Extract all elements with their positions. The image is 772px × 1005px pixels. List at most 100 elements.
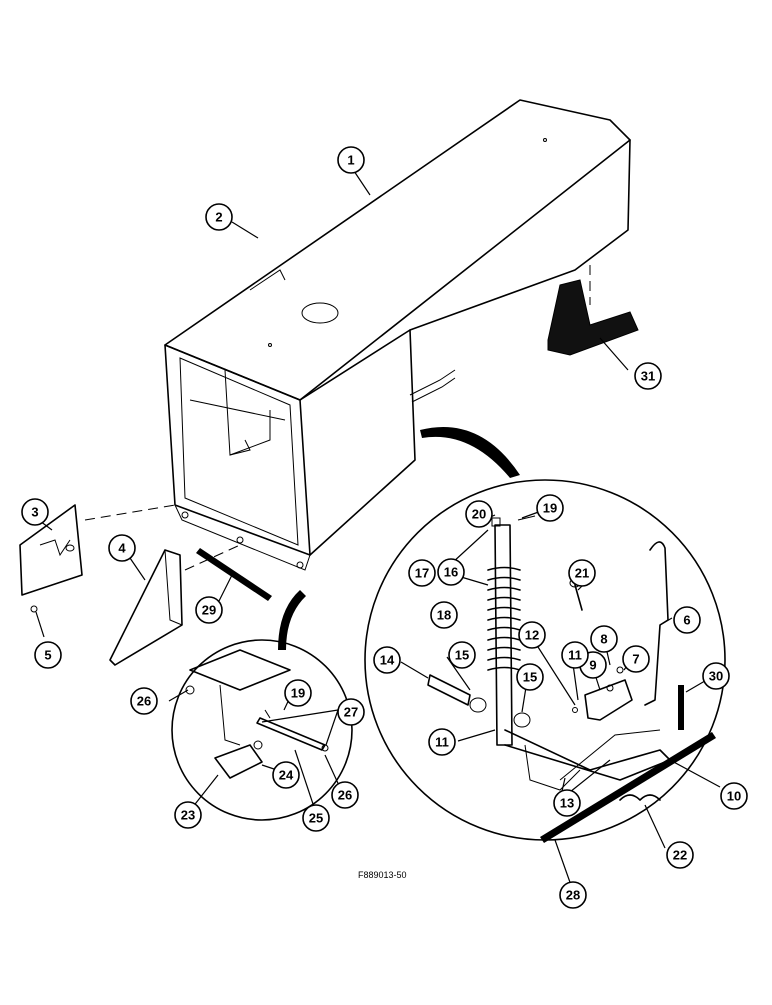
callout-circle — [174, 801, 202, 829]
callout-31: 31 — [634, 362, 662, 390]
callout-circle — [430, 601, 458, 629]
callout-14: 14 — [373, 646, 401, 674]
hood-shroud — [164, 99, 631, 571]
callout-4: 4 — [108, 534, 136, 562]
callout-circle — [130, 687, 158, 715]
callout-label: 27 — [344, 705, 358, 720]
callout-circle — [720, 782, 748, 810]
callout-label: 3 — [31, 505, 38, 520]
callout-circle — [702, 662, 730, 690]
callout-21: 21 — [568, 559, 596, 587]
callout-label: 1 — [347, 153, 354, 168]
callout-23: 23 — [174, 801, 202, 829]
callout-circle — [559, 881, 587, 909]
callout-label: 29 — [202, 603, 216, 618]
callout-19: 19 — [284, 679, 312, 707]
callout-circle — [331, 781, 359, 809]
callout-18: 18 — [430, 601, 458, 629]
callout-circle — [622, 645, 650, 673]
callout-label: 8 — [600, 632, 607, 647]
callout-8: 8 — [590, 625, 618, 653]
callout-label: 17 — [415, 566, 429, 581]
callout-label: 25 — [309, 811, 323, 826]
callout-circle — [448, 641, 476, 669]
callout-7: 7 — [622, 645, 650, 673]
callout-label: 10 — [727, 789, 741, 804]
callout-label: 2 — [215, 210, 222, 225]
callout-2: 2 — [205, 203, 233, 231]
callout-26: 26 — [331, 781, 359, 809]
callout-label: 13 — [560, 796, 574, 811]
callout-label: 9 — [589, 658, 596, 673]
callout-circle — [516, 663, 544, 691]
callout-circle — [195, 596, 223, 624]
part-3-side-plate — [19, 504, 83, 596]
part-29-strip — [196, 548, 272, 601]
callout-circle — [408, 559, 436, 587]
callout-26: 26 — [130, 687, 158, 715]
callout-circle — [561, 641, 589, 669]
callout-circle — [302, 804, 330, 832]
callout-circle — [465, 500, 493, 528]
callout-label: 4 — [118, 541, 126, 556]
callout-circle — [437, 558, 465, 586]
callout-3: 3 — [21, 498, 49, 526]
callout-circle — [337, 698, 365, 726]
callout-10: 10 — [720, 782, 748, 810]
callout-label: 15 — [523, 670, 537, 685]
callout-27: 27 — [337, 698, 365, 726]
callout-label: 18 — [437, 608, 451, 623]
callout-circle — [272, 761, 300, 789]
callout-13: 13 — [553, 789, 581, 817]
callout-label: 26 — [338, 788, 352, 803]
callout-15: 15 — [516, 663, 544, 691]
callout-17: 17 — [408, 559, 436, 587]
callout-circle — [21, 498, 49, 526]
callout-16: 16 — [437, 558, 465, 586]
callout-22: 22 — [666, 841, 694, 869]
callout-label: 19 — [291, 686, 305, 701]
callout-label: 31 — [641, 369, 655, 384]
assembly-line — [84, 504, 176, 521]
callout-15: 15 — [448, 641, 476, 669]
callout-circle — [568, 559, 596, 587]
callout-6: 6 — [673, 606, 701, 634]
callout-label: 12 — [525, 628, 539, 643]
callout-11: 11 — [428, 728, 456, 756]
callout-label: 16 — [444, 565, 458, 580]
callout-circle — [108, 534, 136, 562]
callout-label: 14 — [380, 653, 395, 668]
assembly-line — [184, 544, 241, 571]
callout-label: 7 — [632, 652, 639, 667]
callout-25: 25 — [302, 804, 330, 832]
callout-label: 26 — [137, 694, 151, 709]
callout-circle — [284, 679, 312, 707]
callout-1: 1 — [337, 146, 365, 174]
callout-circle — [590, 625, 618, 653]
callout-label: 5 — [44, 648, 51, 663]
callout-label: 24 — [279, 768, 294, 783]
callout-circle — [666, 841, 694, 869]
part-4-bracket — [109, 549, 183, 666]
callout-label: 28 — [566, 888, 580, 903]
callout-circle — [373, 646, 401, 674]
callout-circle — [634, 362, 662, 390]
callout-label: 11 — [568, 648, 582, 663]
callout-20: 20 — [465, 500, 493, 528]
callout-circle — [205, 203, 233, 231]
callout-label: 6 — [683, 613, 690, 628]
callout-label: 22 — [673, 848, 687, 863]
callout-5: 5 — [34, 641, 62, 669]
detail-circle-left — [171, 590, 353, 821]
callout-circle — [337, 146, 365, 174]
callout-label: 19 — [543, 501, 557, 516]
callout-label: 11 — [435, 735, 449, 750]
callout-circle — [518, 621, 546, 649]
detail-circle-right — [364, 427, 726, 843]
callout-label: 21 — [575, 566, 589, 581]
callout-11: 11 — [561, 641, 589, 669]
callout-19: 19 — [536, 494, 564, 522]
